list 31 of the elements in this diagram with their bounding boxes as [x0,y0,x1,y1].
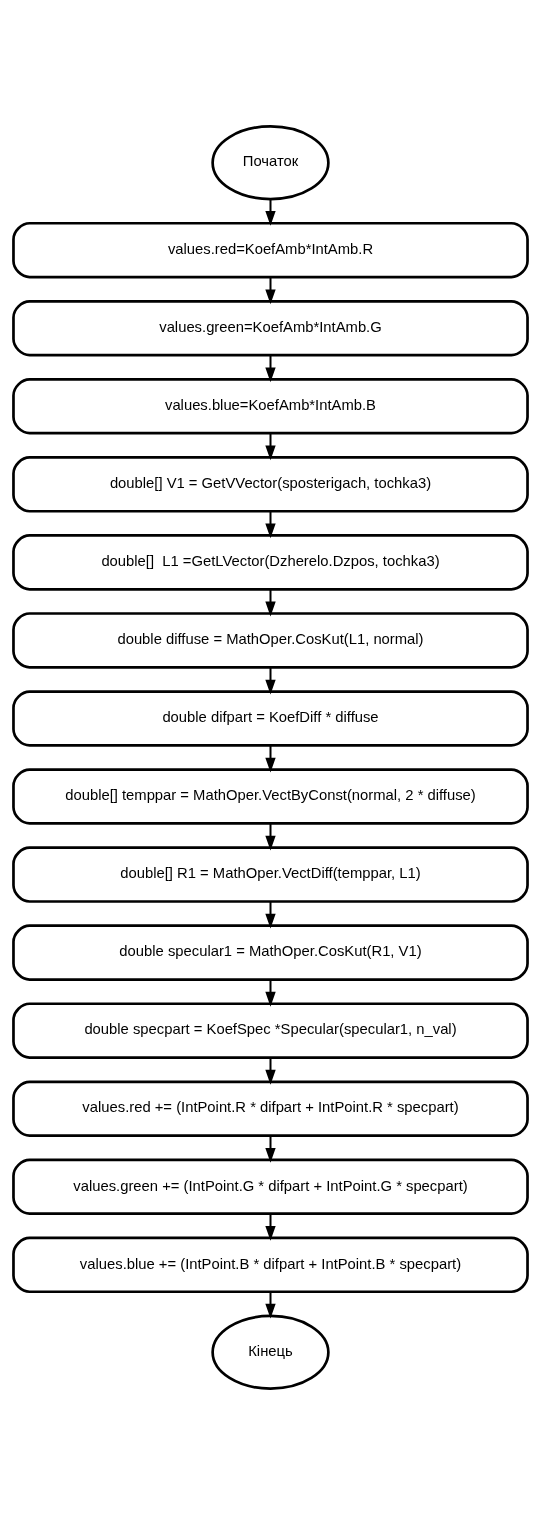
node-box: double[] V1 = GetVVector(sposterigach, tochka3) [12,455,529,513]
arrow [265,276,276,304]
arrow [265,199,276,226]
node-box: values.blue=KoefAmb*IntAmb.B [12,377,529,435]
arrow [265,1291,276,1319]
node-ellipse: Початок [211,124,330,200]
node-box: values.green=KoefAmb*IntAmb.G [12,299,529,356]
arrow [265,1213,276,1241]
node-box: values.blue += (IntPoint.B * difpart + IntPoint.B * specpart) [12,1236,529,1293]
node-box: double specpart = KoefSpec *Specular(specular1, n_val) [12,1001,529,1059]
node-ellipse: Кінець [211,1314,330,1390]
arrow [265,823,276,851]
node-box: double difpart = KoefDiff * diffuse [12,689,529,747]
arrow [265,589,276,616]
node-box: double specular1 = MathOper.CosKut(R1, V1) [12,923,529,981]
arrow [265,745,276,772]
arrow [265,667,276,694]
arrow [265,355,276,382]
arrow [265,901,276,929]
node-box: double[] L1 =GetLVector(Dzherelo.Dzpos, tochka3) [12,533,529,591]
arrow [265,1135,276,1163]
arrow [265,1057,276,1085]
node-box: double[] R1 = MathOper.VectDiff(temppar, L1) [12,845,529,903]
node-box: values.red += (IntPoint.R * difpart + IntPoint.R * specpart) [12,1079,529,1137]
arrow [265,979,276,1007]
arrow [265,511,276,538]
node-box: values.green += (IntPoint.G * difpart + IntPoint.G * specpart) [12,1158,529,1215]
arrow [265,433,276,460]
node-box: double[] temppar = MathOper.VectByConst(normal, 2 * diffuse) [12,767,529,825]
node-box: values.red=KoefAmb*IntAmb.R [12,221,529,278]
node-box: double diffuse = MathOper.CosKut(L1, normal) [12,611,529,669]
